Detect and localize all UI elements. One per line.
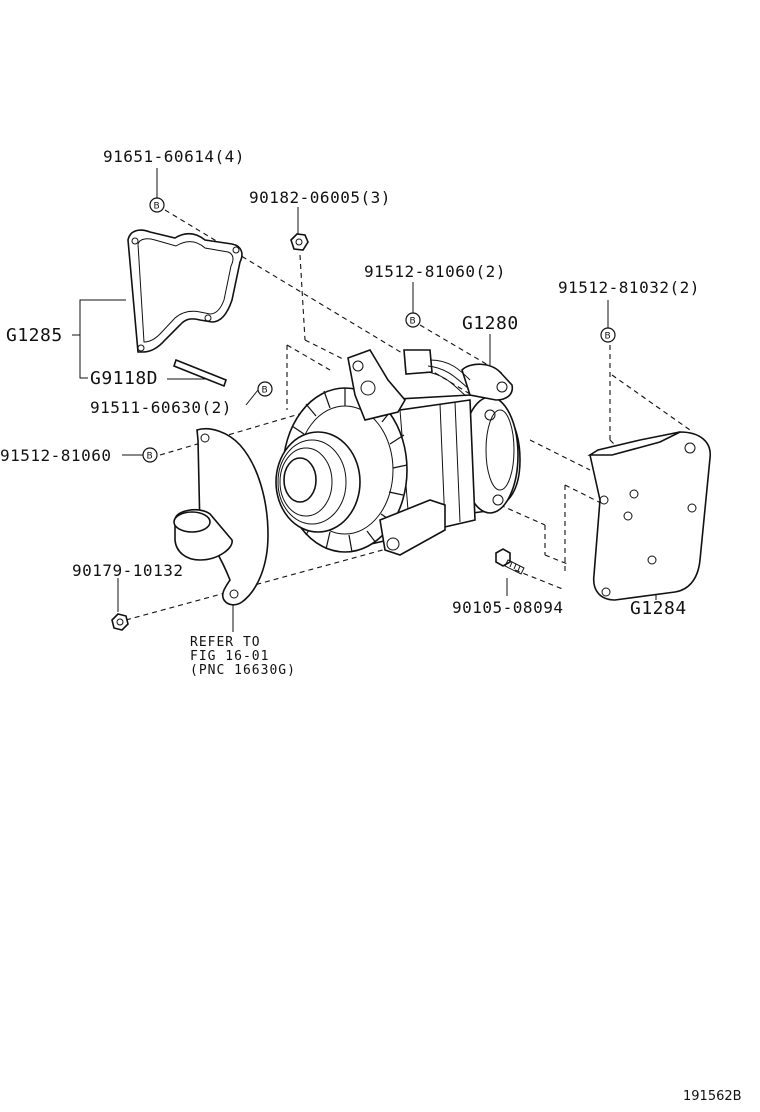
svg-text:B: B xyxy=(605,332,611,342)
group-code-g1280: G1280 xyxy=(462,313,519,334)
shield-plate-icon xyxy=(173,428,269,606)
marker-b-icon: B xyxy=(257,381,273,397)
svg-text:B: B xyxy=(154,202,160,212)
part-number-91651: 91651-60614(4) xyxy=(103,147,245,166)
part-number-91511: 91511-60630(2) xyxy=(90,398,232,417)
nut-icon xyxy=(290,233,309,251)
part-number-91512-81032: 91512-81032(2) xyxy=(558,278,700,297)
marker-b-icon: B xyxy=(142,447,158,463)
marker-b-icon: B xyxy=(405,312,421,328)
reference-note-line-1: REFER TO xyxy=(190,635,261,650)
group-code-g1285: G1285 xyxy=(6,325,63,346)
svg-text:B: B xyxy=(262,386,268,396)
group-code-g9118d: G9118D xyxy=(90,368,159,389)
reference-note: REFER TO FIG 16-01 (PNC 16630G) xyxy=(190,636,296,678)
marker-b-icon: B xyxy=(600,327,616,343)
svg-text:B: B xyxy=(147,452,153,462)
bracket-plate-icon xyxy=(587,431,711,601)
gasket-strip-icon xyxy=(173,358,227,388)
bolt-icon xyxy=(495,548,525,575)
part-number-90105: 90105-08094 xyxy=(452,598,564,617)
flange-nut-icon xyxy=(111,613,129,631)
part-number-91512-81060-2: 91512-81060(2) xyxy=(364,262,506,281)
marker-circles: B B B B B xyxy=(142,197,616,463)
reference-note-line-2: FIG 16-01 xyxy=(190,649,270,664)
gasket-icon xyxy=(127,229,243,353)
reference-note-line-3: (PNC 16630G) xyxy=(190,663,296,678)
svg-text:B: B xyxy=(410,317,416,327)
alternator-icon xyxy=(275,349,521,556)
part-number-91512-81060: 91512-81060 xyxy=(0,446,112,465)
marker-b-icon: B xyxy=(149,197,165,213)
part-number-90179: 90179-10132 xyxy=(72,561,184,580)
group-code-g1284: G1284 xyxy=(630,598,687,619)
figure-id: 191562B xyxy=(683,1089,742,1104)
part-number-90182: 90182-06005(3) xyxy=(249,188,391,207)
